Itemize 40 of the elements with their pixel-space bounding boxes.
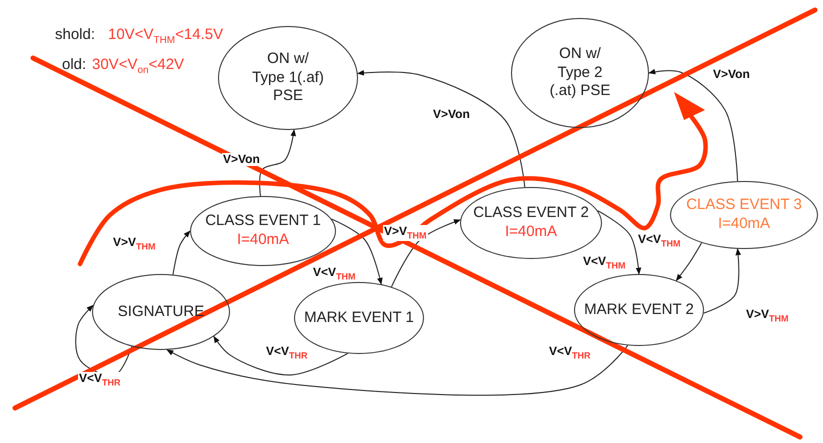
arrow: [172, 230, 190, 276]
arrow: [259, 129, 296, 197]
state-name: ON w/ Type 2 (.at) PSE: [548, 44, 612, 102]
edge-label: V<V$_{THR}$: [548, 345, 592, 362]
state-name: SIGNATURE: [118, 302, 204, 322]
state-name: ON w/ Type 1(.af) PSE: [252, 50, 324, 106]
edge-label: V<V$_{THM}$: [637, 233, 682, 250]
edge-label: V>Von: [712, 68, 751, 82]
edge-label: V>Von: [222, 153, 261, 166]
edge-label: V<V$_{THR}$: [78, 372, 122, 388]
state-name: CLASS EVENT 2: [473, 204, 589, 223]
arrow: [331, 218, 383, 285]
current-value: I=40mA: [504, 223, 558, 242]
arrow: [213, 336, 348, 376]
arrow: [648, 68, 738, 182]
edge-label: V<V$_{THR}$: [265, 345, 309, 362]
state-name: MARK EVENT 1: [304, 308, 414, 328]
threshold-value: 10V<V$_{THM}$<14.5V: [108, 27, 224, 46]
arrow: [391, 219, 461, 288]
state-name: CLASS EVENT 1: [205, 212, 321, 231]
arrow: [703, 248, 742, 314]
edge-label: V>V$_{THM}$: [745, 308, 790, 324]
state-name: MARK EVENT 2: [584, 300, 694, 320]
edge-label: V>Von: [432, 108, 471, 122]
state-ellipse: [92, 274, 230, 350]
edge-label: V>V$_{THM}$: [383, 225, 428, 242]
edge-label: V>V$_{THM}$: [112, 236, 157, 252]
threshold-name: shold:: [55, 27, 96, 44]
state-ellipse: [511, 18, 649, 128]
arrow: [676, 242, 702, 282]
threshold-name: old:: [62, 57, 86, 74]
arrow: [597, 210, 642, 275]
edge-label: V<V$_{THM}$: [312, 266, 357, 282]
current-value: I=40mA: [236, 231, 290, 250]
edge-label: V<V$_{THM}$: [582, 255, 627, 272]
state-name: CLASS EVENT 3: [686, 196, 802, 215]
threshold-value: 30V<V$_{on}$<42V: [92, 57, 184, 76]
arrow: [357, 70, 526, 188]
arrow: [166, 344, 628, 396]
current-value: I=40mA: [718, 215, 770, 234]
